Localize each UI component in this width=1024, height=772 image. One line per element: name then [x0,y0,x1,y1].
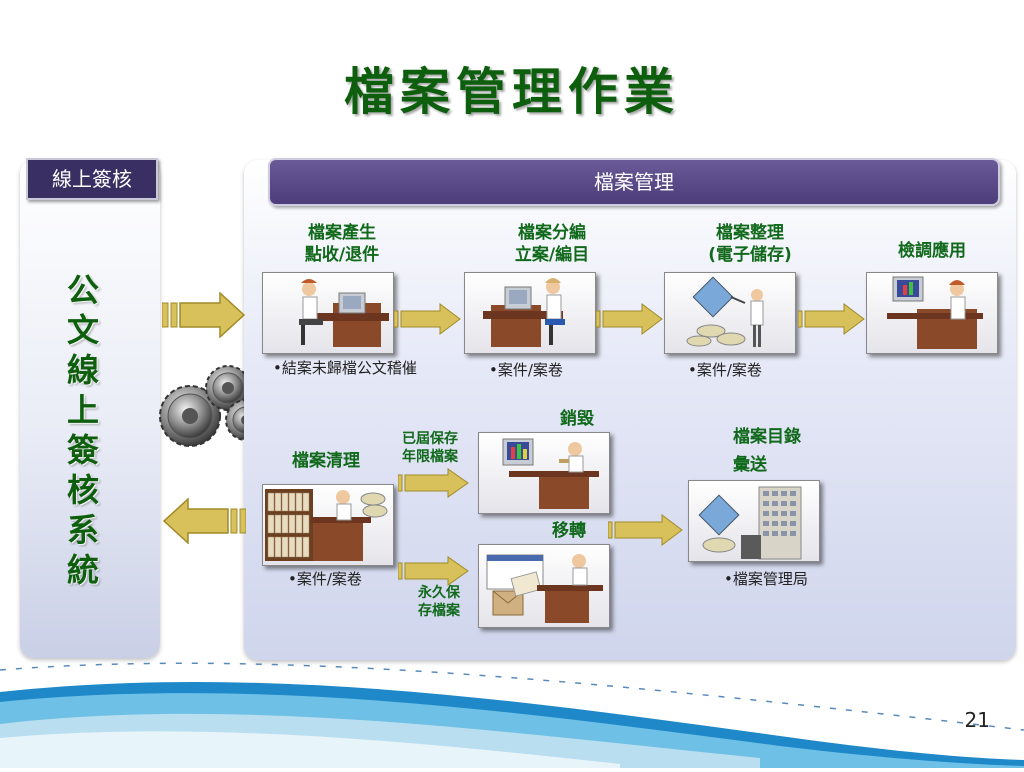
flow-arrow-icon [398,468,470,498]
step1-label-line2: 點收/退件 [304,245,380,265]
catalog-label-line2: 彙送 [733,455,767,475]
step3-label-line2: (電子儲存) [708,245,792,265]
flow-arrow-icon [394,303,462,335]
permanent-label: 永久保 存檔案 [402,584,476,620]
step2-label: 檔案分編 立案/編目 [492,222,612,266]
expired-label: 已屆保存 年限檔案 [390,430,470,466]
transfer-image [478,544,610,628]
receive-clerk-image [262,272,394,354]
arrow-left-icon [162,498,246,544]
catalog-note: •檔案管理局 [724,570,808,588]
slide-title: 檔案管理作業 [344,62,680,121]
step2-label-line2: 立案/編目 [514,245,590,265]
flow-arrow-icon [398,556,470,586]
decorative-swoosh [0,640,1024,768]
system-vertical-label: 公 文 線 上 簽 核 系 統 [58,270,108,590]
transfer-label: 移轉 [552,521,586,541]
system-vertical-text: 公 文 線 上 簽 核 系 統 [66,271,99,589]
online-signoff-header: 線上簽核 [26,158,158,200]
expired-label-line1: 已屆保存 [402,431,458,447]
step4-label: 檢調應用 [898,241,966,261]
step1-label-line1: 檔案產生 [308,223,376,243]
cataloging-clerk-image [464,272,596,354]
electronic-storage-image [664,272,796,354]
step1-label: 檔案產生 點收/退件 [282,222,402,266]
step2-label-line1: 檔案分編 [518,223,586,243]
catalog-label: 檔案目錄 彙送 [733,426,833,476]
archives-bureau-image [688,480,820,562]
expired-label-line2: 年限檔案 [402,449,458,465]
flow-arrow-icon [596,303,664,335]
step3-note: •案件/案卷 [688,361,762,379]
permanent-label-line2: 存檔案 [418,603,460,619]
step1-note: •結案未歸檔公文稽催 [273,359,417,377]
records-cleanup-image [262,484,394,566]
step2-note: •案件/案卷 [489,361,563,379]
page-number: 21 [964,708,990,732]
flow-arrow-icon [608,514,684,546]
step3-label-line1: 檔案整理 [716,223,784,243]
cleanup-note: •案件/案卷 [288,570,362,588]
catalog-label-line1: 檔案目錄 [733,427,801,447]
destroy-image [478,432,610,514]
records-management-panel [244,160,1016,660]
step3-label: 檔案整理 (電子儲存) [690,222,810,266]
destroy-label: 銷毀 [560,409,594,429]
arrow-right-icon [162,292,246,338]
records-management-header: 檔案管理 [268,158,1000,206]
cleanup-label: 檔案清理 [292,451,360,471]
access-usage-image [866,272,998,354]
flow-arrow-icon [798,303,866,335]
permanent-label-line1: 永久保 [418,585,460,601]
online-signoff-panel [20,160,160,658]
